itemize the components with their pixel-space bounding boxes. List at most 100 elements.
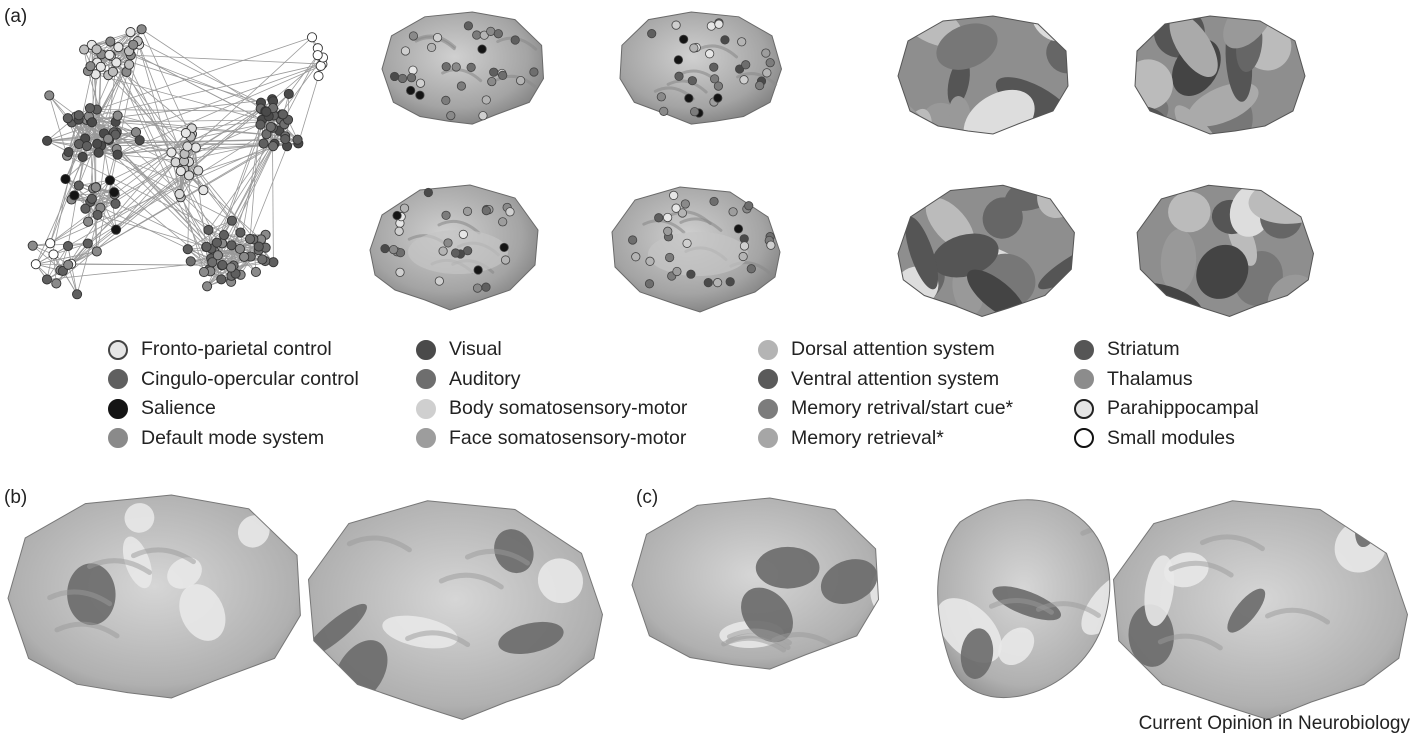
network-edge (97, 41, 138, 49)
network-edge (224, 55, 318, 235)
network-edge (96, 187, 115, 204)
network-edge (79, 132, 117, 144)
network-edge (49, 95, 87, 146)
network-edge (72, 116, 89, 122)
network-edge (88, 187, 96, 222)
network-edge (185, 137, 191, 154)
network-node (96, 203, 105, 212)
network-edge (63, 271, 77, 294)
network-edge (87, 122, 92, 146)
network-edge (116, 55, 130, 62)
panel-label-c: (c) (636, 487, 658, 509)
network-edge (171, 152, 179, 194)
legend-swatch (416, 340, 436, 360)
network-edge (96, 187, 98, 215)
network-node (111, 225, 120, 234)
node-dot (678, 209, 686, 217)
brain-sulcus (439, 221, 479, 233)
network-node (269, 142, 278, 151)
node-dot (393, 248, 401, 256)
network-edge (211, 249, 231, 282)
network-edge (207, 268, 231, 287)
network-node (207, 254, 216, 263)
network-edge (222, 265, 231, 276)
network-edge (67, 115, 79, 156)
network-edge (92, 45, 113, 72)
parcel-region (1242, 20, 1294, 73)
network-edge (101, 32, 130, 54)
network-node (86, 117, 95, 126)
network-edge (67, 156, 259, 250)
network-edge (265, 111, 270, 127)
network-edge (210, 265, 222, 271)
network-edge (312, 37, 321, 66)
legend-swatch (108, 369, 128, 389)
node-dot (714, 94, 722, 102)
parcel-region (929, 15, 1004, 79)
brain-outline (1135, 16, 1305, 134)
network-edge (79, 144, 87, 146)
network-node (280, 120, 289, 129)
parcel-region (917, 189, 983, 258)
highlight-regions (925, 491, 1176, 680)
brain-sulcus (349, 538, 409, 550)
network-node (217, 261, 226, 270)
network-edge (209, 243, 222, 270)
network-edge (72, 122, 116, 123)
network-node (129, 40, 138, 49)
network-edge (217, 235, 224, 243)
parcel-region (1227, 244, 1291, 313)
network-edge (131, 55, 323, 64)
network-edge (33, 246, 54, 255)
network-node (62, 151, 71, 160)
parcel-region (1213, 0, 1284, 58)
network-edge (181, 154, 185, 171)
node-dot (482, 96, 490, 104)
network-node (72, 290, 81, 299)
network-edge (262, 120, 275, 144)
parcel-region (959, 261, 1033, 329)
network-edge (186, 133, 188, 146)
network-edge (79, 108, 90, 144)
network-edge (79, 116, 118, 144)
legend-item: Parahippocampal (1074, 394, 1259, 424)
node-dot (740, 76, 748, 84)
network-edge (71, 199, 91, 200)
network-edge (54, 246, 68, 254)
network-edge (211, 249, 222, 265)
network-edge (189, 140, 298, 176)
network-edge (126, 72, 235, 274)
network-node (113, 111, 122, 120)
network-edge (264, 116, 274, 144)
network-edge (212, 243, 222, 262)
network-edge (209, 99, 272, 269)
network-edge (207, 265, 222, 286)
region-patch (958, 626, 996, 680)
network-node (31, 260, 40, 269)
network-edge (279, 131, 298, 144)
network-edge (97, 49, 131, 55)
network-edge (273, 124, 284, 128)
region-patch (991, 620, 1042, 672)
network-edge (181, 161, 184, 197)
network-edge (88, 42, 110, 72)
node-dot (390, 72, 398, 80)
network-edge (191, 261, 211, 271)
node-dot (705, 50, 713, 58)
parcel-region (1028, 159, 1093, 227)
network-edge (84, 50, 88, 72)
legend-label: Ventral attention system (791, 368, 999, 391)
network-edge (231, 250, 258, 276)
network-edge (110, 42, 262, 120)
node-dot (398, 74, 406, 82)
node-dot (646, 257, 654, 265)
parcel-region (1279, 176, 1330, 229)
brain-sulcus (1202, 537, 1262, 549)
network-edge (116, 122, 118, 155)
network-edge (69, 108, 90, 152)
network-edge (79, 120, 117, 149)
network-edge (206, 247, 208, 270)
network-edge (171, 133, 185, 152)
network-edge (262, 259, 273, 262)
network-node (208, 258, 217, 267)
